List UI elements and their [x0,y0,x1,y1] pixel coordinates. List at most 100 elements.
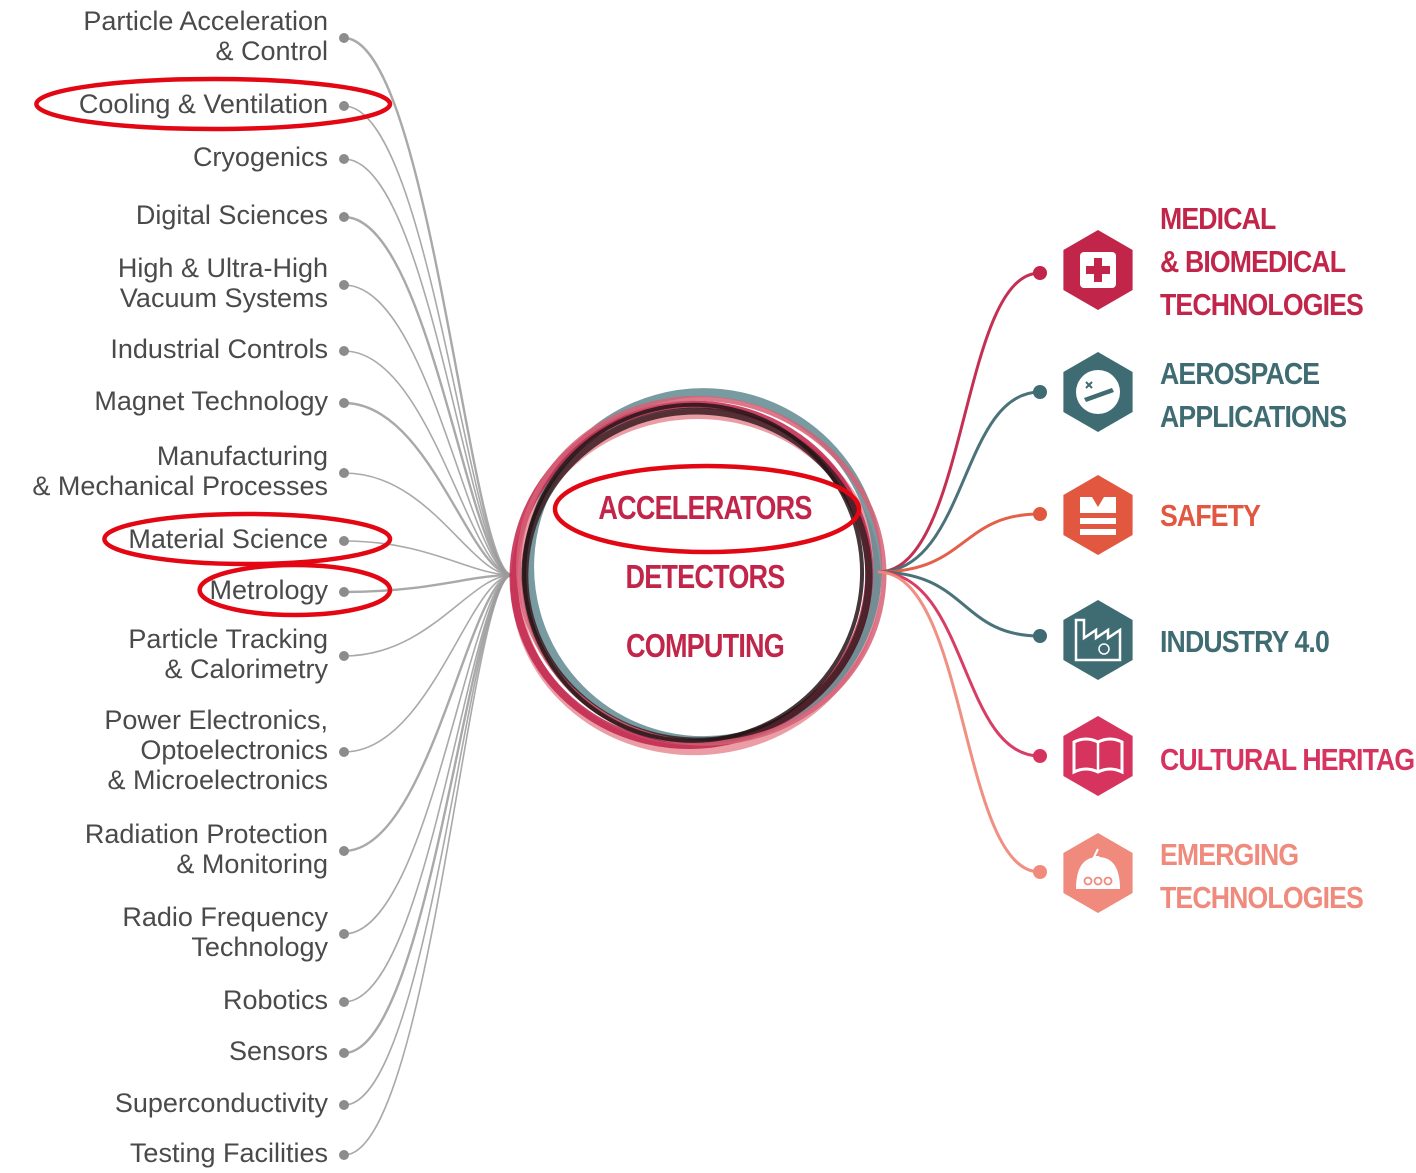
branch-dot [1033,507,1047,521]
application-label-line: EMERGING [1160,837,1299,872]
node-dot [339,346,349,356]
branch-industry-4-0 [877,570,1041,638]
node-dot [339,154,349,164]
tech-label-line: Radio Frequency [122,902,328,932]
aerospace-plane-icon [1076,370,1120,414]
tech-label-line: Manufacturing [156,441,328,471]
node-dot [339,33,349,43]
connector-industrial-controls [343,350,513,576]
branch-medical-and-biomedical-technologies [877,271,1041,574]
node-dot [339,1150,349,1160]
connector-sensors [343,573,513,1055]
application-label-line: APPLICATIONS [1160,399,1347,434]
tech-label-line: Metrology [209,575,328,605]
tech-label-line: Cryogenics [192,142,328,172]
connector-cryogenics [343,158,513,576]
tech-label-power-electronics-optoelectronics-and-microelectronics: Power Electronics,Optoelectronics& Micro… [104,705,328,795]
connector-radiation-protection-and-monitoring [343,573,513,853]
node-dot [339,846,349,856]
connector-testing-facilities [343,574,513,1156]
node-dot [339,1100,349,1110]
branch-dot [1033,266,1047,280]
branch-dot [1033,385,1047,399]
robot-icon [1076,848,1120,889]
tech-label-line: High & Ultra-High [117,253,328,283]
tech-label-line: Robotics [222,985,328,1015]
tech-label-line: Superconductivity [114,1088,328,1118]
application-label-line: & BIOMEDICAL [1160,244,1346,279]
node-dot [339,280,349,290]
tech-label-line: Cooling & Ventilation [78,89,328,119]
connector-magnet-technology [343,401,513,577]
application-label-line: AEROSPACE [1160,356,1320,391]
tech-label-line: Magnet Technology [94,386,328,416]
node-dot [339,587,349,597]
tech-label-line: Material Science [128,524,328,554]
node-dot [339,929,349,939]
tech-label-material-science: Material Science [128,524,328,554]
tech-label-line: Vacuum Systems [119,283,328,313]
tech-label-line: & Control [215,36,328,66]
tech-label-digital-sciences: Digital Sciences [136,200,328,230]
connector-power-electronics-optoelectronics-and-microelectronics [343,574,513,753]
branch-cultural-heritage [877,570,1041,758]
tech-label-cooling-and-ventilation: Cooling & Ventilation [79,89,328,119]
core-label-computing: COMPUTING [625,627,785,664]
tech-label-sensors: Sensors [229,1036,328,1066]
tech-label-industrial-controls: Industrial Controls [110,334,328,364]
highlight-ellipse [552,463,862,555]
tech-label-testing-facilities: Testing Facilities [130,1138,328,1168]
icon-badge [1063,600,1133,680]
application-label-cultural-heritage: CULTURAL HERITAGE [1160,738,1416,781]
tech-label-line: Sensors [228,1036,328,1066]
connector-material-science [343,540,513,576]
connector-high-and-ultra-high-vacuum-systems [343,284,513,576]
node-dot [339,398,349,408]
node-dot [339,997,349,1007]
branch-safety [877,512,1041,574]
branch-aerospace-applications [877,390,1041,574]
highlight-ellipse [102,511,393,567]
tech-label-particle-acceleration-and-control: Particle Acceleration& Control [83,6,328,66]
application-label-industry-4-0: INDUSTRY 4.0 [1160,620,1330,663]
application-label-safety: SAFETY [1160,494,1261,537]
node-dot [339,747,349,757]
node-dot [339,536,349,546]
tech-label-line: Particle Tracking [128,624,328,654]
branch-dot [1033,749,1047,763]
tech-label-line: Optoelectronics [140,735,328,765]
application-label-line: INDUSTRY 4.0 [1160,624,1330,659]
tech-label-line: Digital Sciences [135,200,328,230]
tech-label-cryogenics: Cryogenics [193,142,328,172]
tech-label-line: Radiation Protection [84,819,328,849]
connector-particle-acceleration-and-control [343,36,513,577]
tech-label-particle-tracking-and-calorimetry: Particle Tracking& Calorimetry [128,624,328,684]
connector-manufacturing-and-mechanical-processes [343,472,513,576]
medical-cross-icon [1080,252,1116,288]
core-label-detectors: DETECTORS [625,558,785,595]
node-dot [339,468,349,478]
branch-dot [1033,629,1047,643]
application-label-line: TECHNOLOGIES [1160,287,1364,322]
tech-label-robotics: Robotics [223,985,328,1015]
tech-label-line: & Monitoring [176,849,328,879]
tech-label-magnet-technology: Magnet Technology [94,386,328,416]
application-label-aerospace-applications: AEROSPACE APPLICATIONS [1160,352,1347,438]
connector-metrology [343,573,513,594]
application-label-line: SAFETY [1160,498,1261,533]
factory-icon [1074,618,1122,662]
application-label-medical-and-biomedical-technologies: MEDICAL & BIOMEDICAL TECHNOLOGIES [1160,197,1364,326]
tech-label-manufacturing-and-mechanical-processes: Manufacturing& Mechanical Processes [32,441,328,501]
connector-robotics [343,574,513,1003]
branch-dot [1033,865,1047,879]
connector-radio-frequency-technology [343,574,513,935]
branch-emerging-technologies [877,570,1041,874]
node-dot [339,212,349,222]
connector-digital-sciences [343,215,513,577]
application-label-line: MEDICAL [1160,201,1276,236]
tech-label-line: & Mechanical Processes [32,471,328,501]
